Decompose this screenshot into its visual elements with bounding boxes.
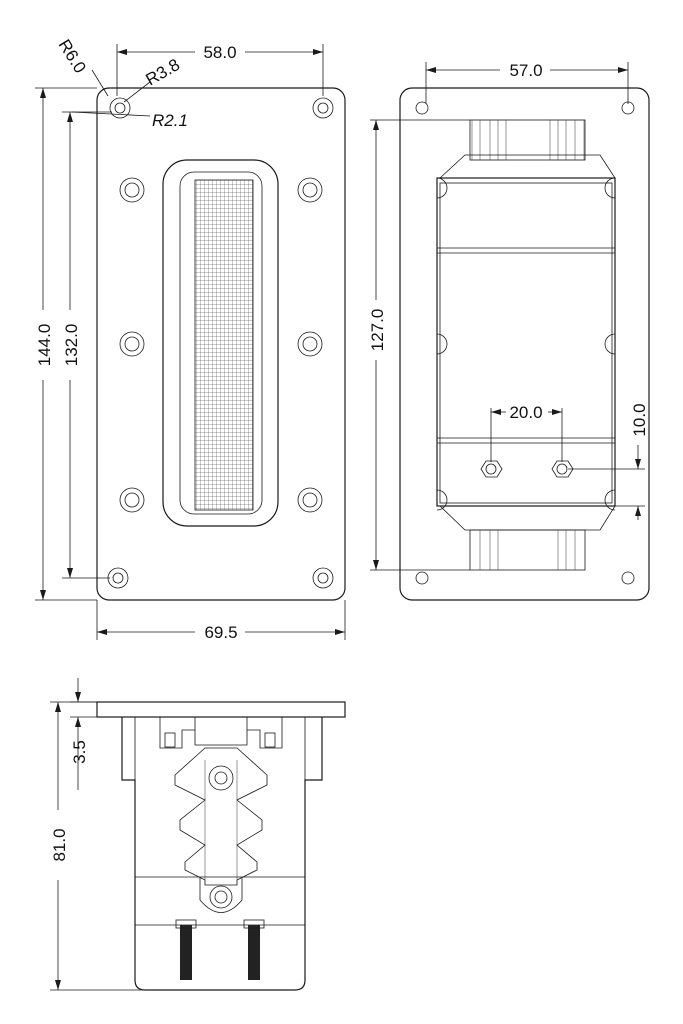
dim-front-total-height: 144.0 (35, 324, 54, 367)
rear-view: 57.0 127.0 20.0 10.0 (368, 61, 650, 601)
dim-rear-body-height: 127.0 (368, 309, 387, 352)
rear-plate (399, 87, 650, 601)
rear-mounting-hole (415, 101, 429, 115)
terminal-left (480, 460, 503, 478)
side-heatsink (174, 747, 268, 886)
mounting-hole (107, 567, 129, 589)
dim-side-depth: 81.0 (50, 828, 69, 861)
side-terminal-stud (180, 925, 192, 980)
rear-magnet-body (436, 177, 616, 507)
bolt-hole (119, 331, 145, 357)
dim-front-hole-height: 132.0 (62, 324, 81, 367)
rear-top-block (469, 119, 586, 161)
mounting-hole (109, 97, 131, 119)
front-plate (96, 87, 346, 601)
dim-side-flange: 3.5 (70, 740, 89, 764)
dim-front-total-width: 69.5 (204, 623, 237, 642)
bolt-hole (297, 487, 323, 513)
ribbon-mesh (194, 179, 254, 511)
dim-front-inner-radius: R2.1 (152, 111, 188, 130)
dim-front-hole-radius: R3.8 (143, 55, 184, 89)
mounting-hole (312, 97, 334, 119)
dim-rear-hole-width: 57.0 (509, 61, 542, 80)
ribbon-slot-inner (179, 171, 263, 515)
rear-mounting-hole (415, 571, 429, 585)
dim-front-top-width: 58.0 (203, 43, 236, 62)
dim-front-outer-radius: R6.0 (55, 36, 90, 77)
dim-terminal-offset: 10.0 (630, 403, 649, 436)
front-view: 58.0 R6.0 R3.8 R2.1 144.0 132.0 69.5 (35, 36, 346, 642)
rear-mounting-hole (621, 571, 635, 585)
side-terminal-stud (248, 925, 260, 980)
bolt-hole (119, 177, 145, 203)
side-housing (121, 717, 323, 991)
bolt-hole (297, 177, 323, 203)
mounting-hole (312, 567, 334, 589)
ribbon-slot-outer (162, 159, 279, 527)
bolt-hole (297, 331, 323, 357)
bolt-hole (119, 487, 145, 513)
side-flange (96, 701, 346, 718)
rear-bottom-block (469, 529, 586, 571)
side-view: 3.5 81.0 (50, 678, 346, 991)
dim-terminal-spacing: 20.0 (509, 403, 542, 422)
